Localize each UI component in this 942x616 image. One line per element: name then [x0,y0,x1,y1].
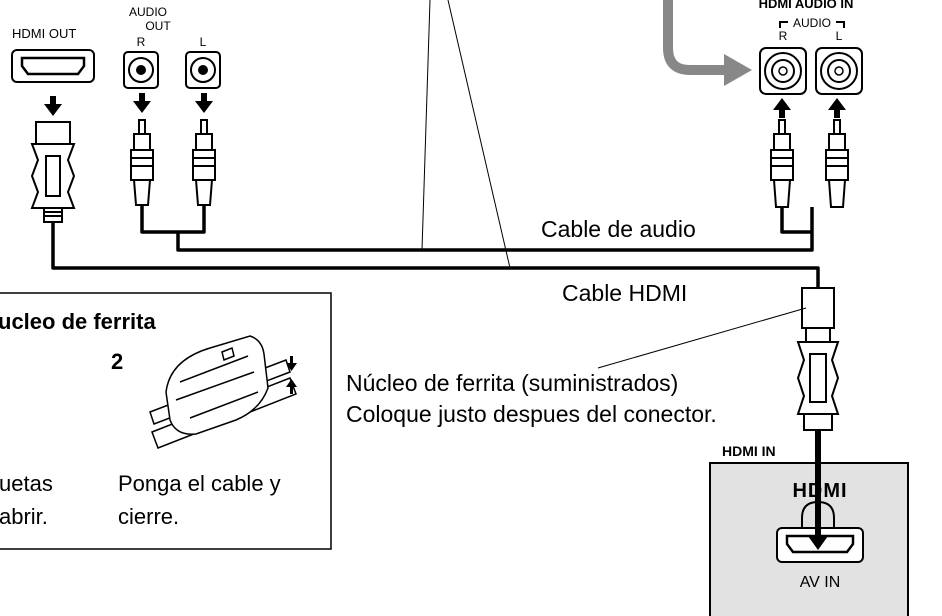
arrow-down-icon [286,356,297,371]
arrow-down-icon [44,96,62,116]
hdmi-plug-source [30,121,76,223]
ferrite-core-illustration [149,335,297,449]
arrow-up-icon [828,98,846,118]
pointer-line [447,0,511,269]
hdmi-plug-tv [796,327,840,431]
ferrite-pointer-line [597,307,807,369]
hdmi-audio-in-label: HDMI AUDIO IN [759,0,854,11]
audio-out-r-jack [123,51,159,89]
audio-out-l-jack [185,51,221,89]
audio-cable-label: Cable de audio [541,216,696,242]
ferrite-box-title: ucleo de ferrita [0,309,156,334]
arrow-down-icon [808,430,828,550]
audio-cable-line [140,205,814,252]
audio-in-l-jack [815,47,863,95]
audio-in-l-label: L [836,29,843,43]
rca-plug-target-r [770,119,794,208]
audio-in-r-label: R [779,29,788,43]
ferrite-box-step-number: 2 [111,349,123,374]
rca-plug-target-l [825,119,849,208]
hdmi-out-port [11,49,95,83]
audio-in-label: AUDIO [793,16,831,30]
ferrite-box-right-text-2: cierre. [118,504,179,529]
av-in-label: AV IN [800,574,841,591]
arrow-up-icon [773,98,791,118]
arrow-down-icon [133,93,151,113]
gray-arrow [663,0,752,86]
ferrite-box-left-text-1: uetas [0,471,53,496]
hdmi-cable-label: Cable HDMI [562,280,687,306]
ferrite-note-line2: Coloque justo despues del conector. [346,401,717,427]
audio-in-r-jack [759,47,807,95]
ferrite-box-left-text-2: abrir. [0,504,48,529]
audio-out-label-2: OUT [145,19,171,33]
rca-plug-source-r [130,119,154,206]
ferrite-box-right-text-1: Ponga el cable y [118,471,281,496]
ferrite-core [801,287,835,329]
hdmi-in-label: HDMI IN [722,443,776,459]
hdmi-out-label: HDMI OUT [12,26,76,41]
arrow-down-icon [195,93,213,113]
audio-bracket [779,21,845,28]
audio-out-l-label: L [200,35,207,49]
arrow-up-icon [286,379,297,394]
rca-plug-source-l [192,119,216,206]
pointer-line [421,0,431,251]
ferrite-instruction-box [0,292,332,550]
audio-out-r-label: R [137,35,146,49]
audio-out-label-1: AUDIO [129,5,167,19]
ferrite-note-line1: Núcleo de ferrita (suministrados) [346,370,678,396]
